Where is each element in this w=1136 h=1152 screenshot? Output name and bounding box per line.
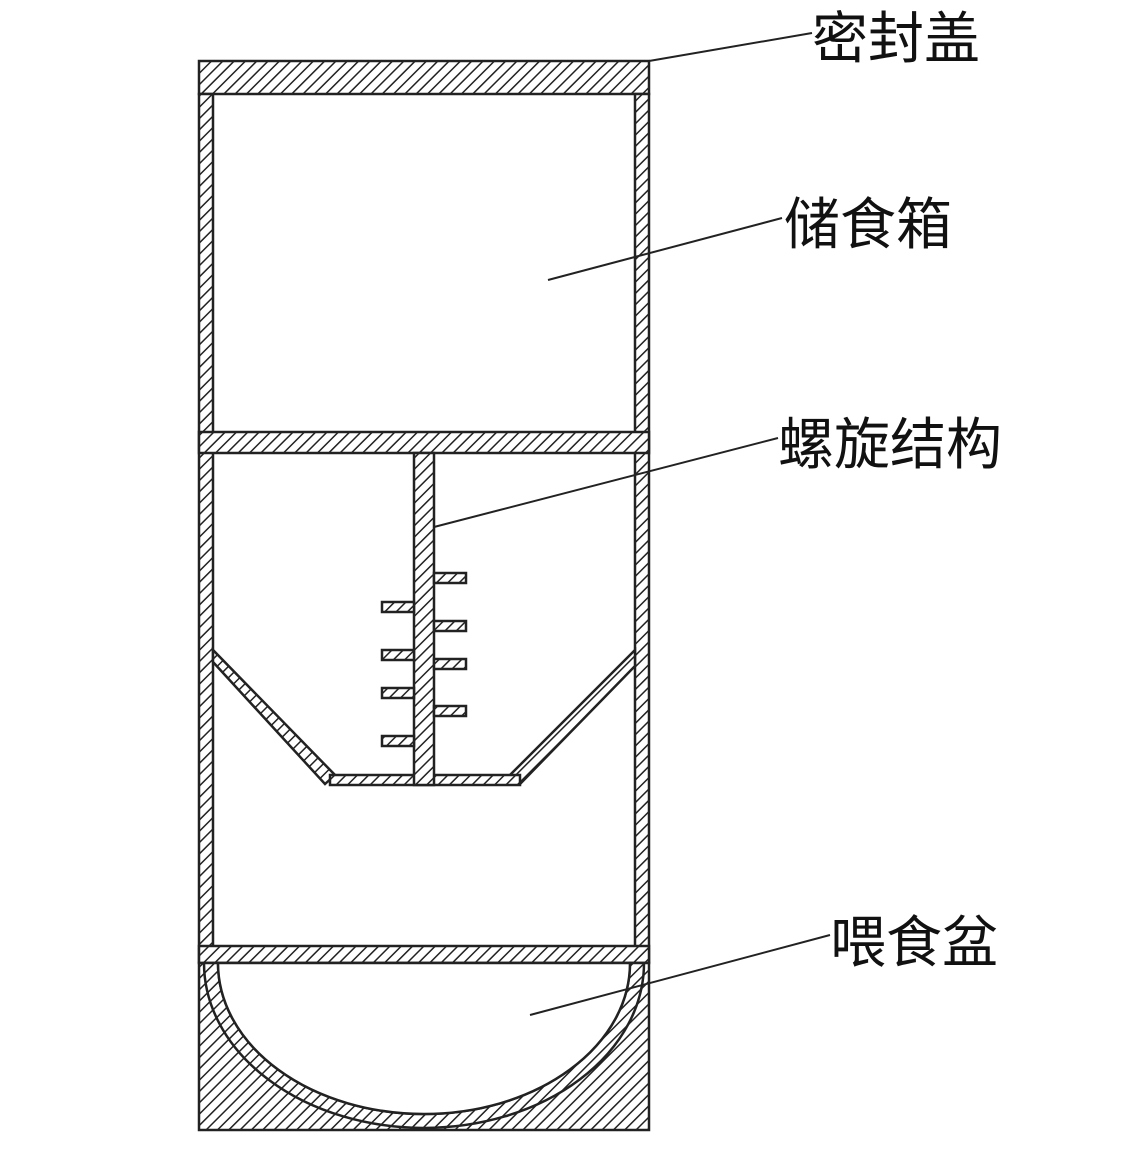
spiral-blade	[380, 734, 416, 748]
spiral-blade	[432, 704, 468, 718]
right-outer-wall	[633, 92, 651, 964]
spiral-shaft	[412, 451, 436, 787]
spiral-blade	[380, 686, 416, 700]
spiral-structure-leader-line	[433, 437, 779, 528]
spiral-blade	[432, 657, 468, 671]
storage-box-leader-line	[547, 217, 783, 281]
storage-box-label: 储食箱	[784, 193, 952, 258]
funnel-right-wall	[508, 646, 637, 786]
feeding-bowl-label: 喂食盆	[830, 911, 998, 976]
spiral-blade	[432, 571, 468, 585]
bowl-top-plate	[197, 944, 651, 965]
storage-divider-plate	[197, 430, 651, 455]
feeding-bowl-cavity	[216, 961, 632, 1116]
lid-label: 密封盖	[812, 7, 980, 72]
spiral-structure-label: 螺旋结构	[778, 413, 1002, 478]
sealing-lid	[197, 59, 651, 96]
lid-leader-line	[648, 32, 813, 62]
spiral-blade	[432, 619, 468, 633]
feeding-bowl-leader-line	[529, 934, 831, 1016]
funnel-left-wall	[211, 646, 337, 786]
spiral-blade	[380, 648, 416, 662]
spiral-blade	[380, 600, 416, 614]
left-outer-wall	[197, 92, 215, 964]
